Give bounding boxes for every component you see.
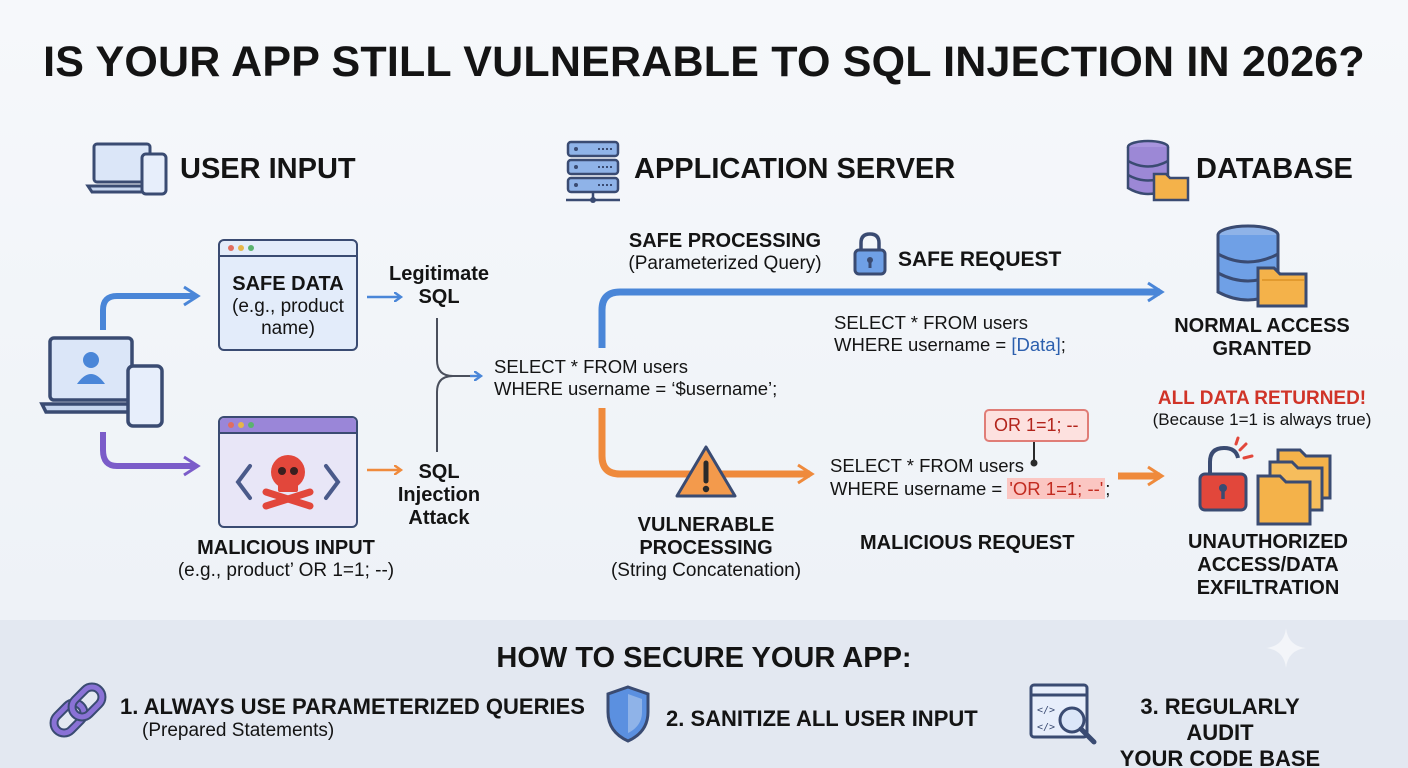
injected-payload: 'OR 1=1; --' [1007, 478, 1106, 499]
column-heading-user-input: USER INPUT [180, 153, 356, 185]
malicious-request-label: MALICIOUS REQUEST [860, 532, 1075, 554]
padlock-icon [852, 231, 888, 277]
code-audit-icon: </> </> [1028, 682, 1100, 748]
sparkle-icon [1266, 628, 1306, 668]
legitimate-sql-label: Legitimate SQL [388, 263, 490, 308]
database-normal-icon [1212, 224, 1310, 310]
malicious-input-title: MALICIOUS INPUT [197, 537, 375, 559]
safe-processing-sub: (Parameterized Query) [628, 253, 822, 274]
safe-data-line2: name) [261, 318, 315, 339]
column-heading-app-server: APPLICATION SERVER [634, 153, 956, 185]
bracket-connector [436, 318, 478, 452]
skull-crossbones-icon [235, 455, 341, 510]
svg-text:</>: </> [1037, 705, 1055, 716]
safe-data-line1: (e.g., product [232, 296, 344, 317]
user-device-icon [39, 334, 166, 430]
safe-processing-title: SAFE PROCESSING [628, 230, 822, 252]
warning-triangle-icon [674, 444, 738, 500]
vulnerable-processing-line1: VULNERABLE [637, 514, 775, 536]
window-titlebar [220, 418, 356, 434]
flow-arrows [100, 281, 1165, 487]
base-query: SELECT * FROM users WHERE username = ‘$u… [494, 356, 778, 399]
shield-icon [604, 684, 652, 744]
column-heading-database: DATABASE [1196, 153, 1353, 185]
malicious-input-example: (e.g., product’ OR 1=1; --) [177, 560, 395, 581]
normal-access-label: NORMAL ACCESS GRANTED [1174, 315, 1350, 360]
secure-section: HOW TO SECURE YOUR APP: 1. ALWAYS USE PA… [0, 620, 1408, 768]
arrow-to-safe-data [100, 285, 201, 330]
vulnerable-processing-sub: (String Concatenation) [610, 560, 802, 581]
secure-heading: HOW TO SECURE YOUR APP: [496, 642, 912, 674]
unauthorized-access-label: UNAUTHORIZED ACCESS/DATA EXFILTRATION [1188, 531, 1348, 599]
safe-request-label: SAFE REQUEST [898, 248, 1062, 271]
page-title: IS YOUR APP STILL VULNERABLE TO SQL INJE… [43, 38, 1365, 86]
svg-text:</>: </> [1037, 722, 1055, 733]
sql-injection-attack-label: SQL Injection Attack [397, 461, 481, 529]
link-chain-icon [48, 682, 110, 744]
tip-parameterized-sub: (Prepared Statements) [142, 720, 335, 741]
tip-audit-code: 3. REGULARLY AUDIT YOUR CODE BASE [1119, 694, 1321, 768]
database-folder-icon [1122, 138, 1192, 202]
broken-lock-icon [1196, 436, 1338, 526]
all-data-returned-sub: (Because 1=1 is always true) [1152, 410, 1372, 429]
all-data-returned-title: ALL DATA RETURNED! [1157, 388, 1367, 409]
laptop-phone-icon [85, 140, 168, 196]
safe-data-window: SAFE DATA (e.g., product name) [218, 239, 358, 351]
malicious-query: SELECT * FROM users WHERE username = 'OR… [830, 455, 1111, 499]
tip-parameterized-queries: 1. ALWAYS USE PARAMETERIZED QUERIES [120, 694, 585, 719]
safe-query: SELECT * FROM users WHERE username = [Da… [834, 312, 1066, 355]
malicious-input-window [218, 416, 358, 528]
injection-badge: OR 1=1; -- [984, 409, 1089, 442]
vulnerable-processing-line2: PROCESSING [639, 537, 773, 559]
window-titlebar [220, 241, 356, 257]
server-rack-icon [562, 140, 624, 206]
safe-data-title: SAFE DATA [232, 273, 344, 295]
arrow-vulnerable-path [598, 408, 815, 485]
arrow-to-malicious-input [100, 432, 201, 477]
tip-sanitize-input: 2. SANITIZE ALL USER INPUT [666, 706, 978, 731]
arrow-safe-path [598, 281, 1165, 348]
